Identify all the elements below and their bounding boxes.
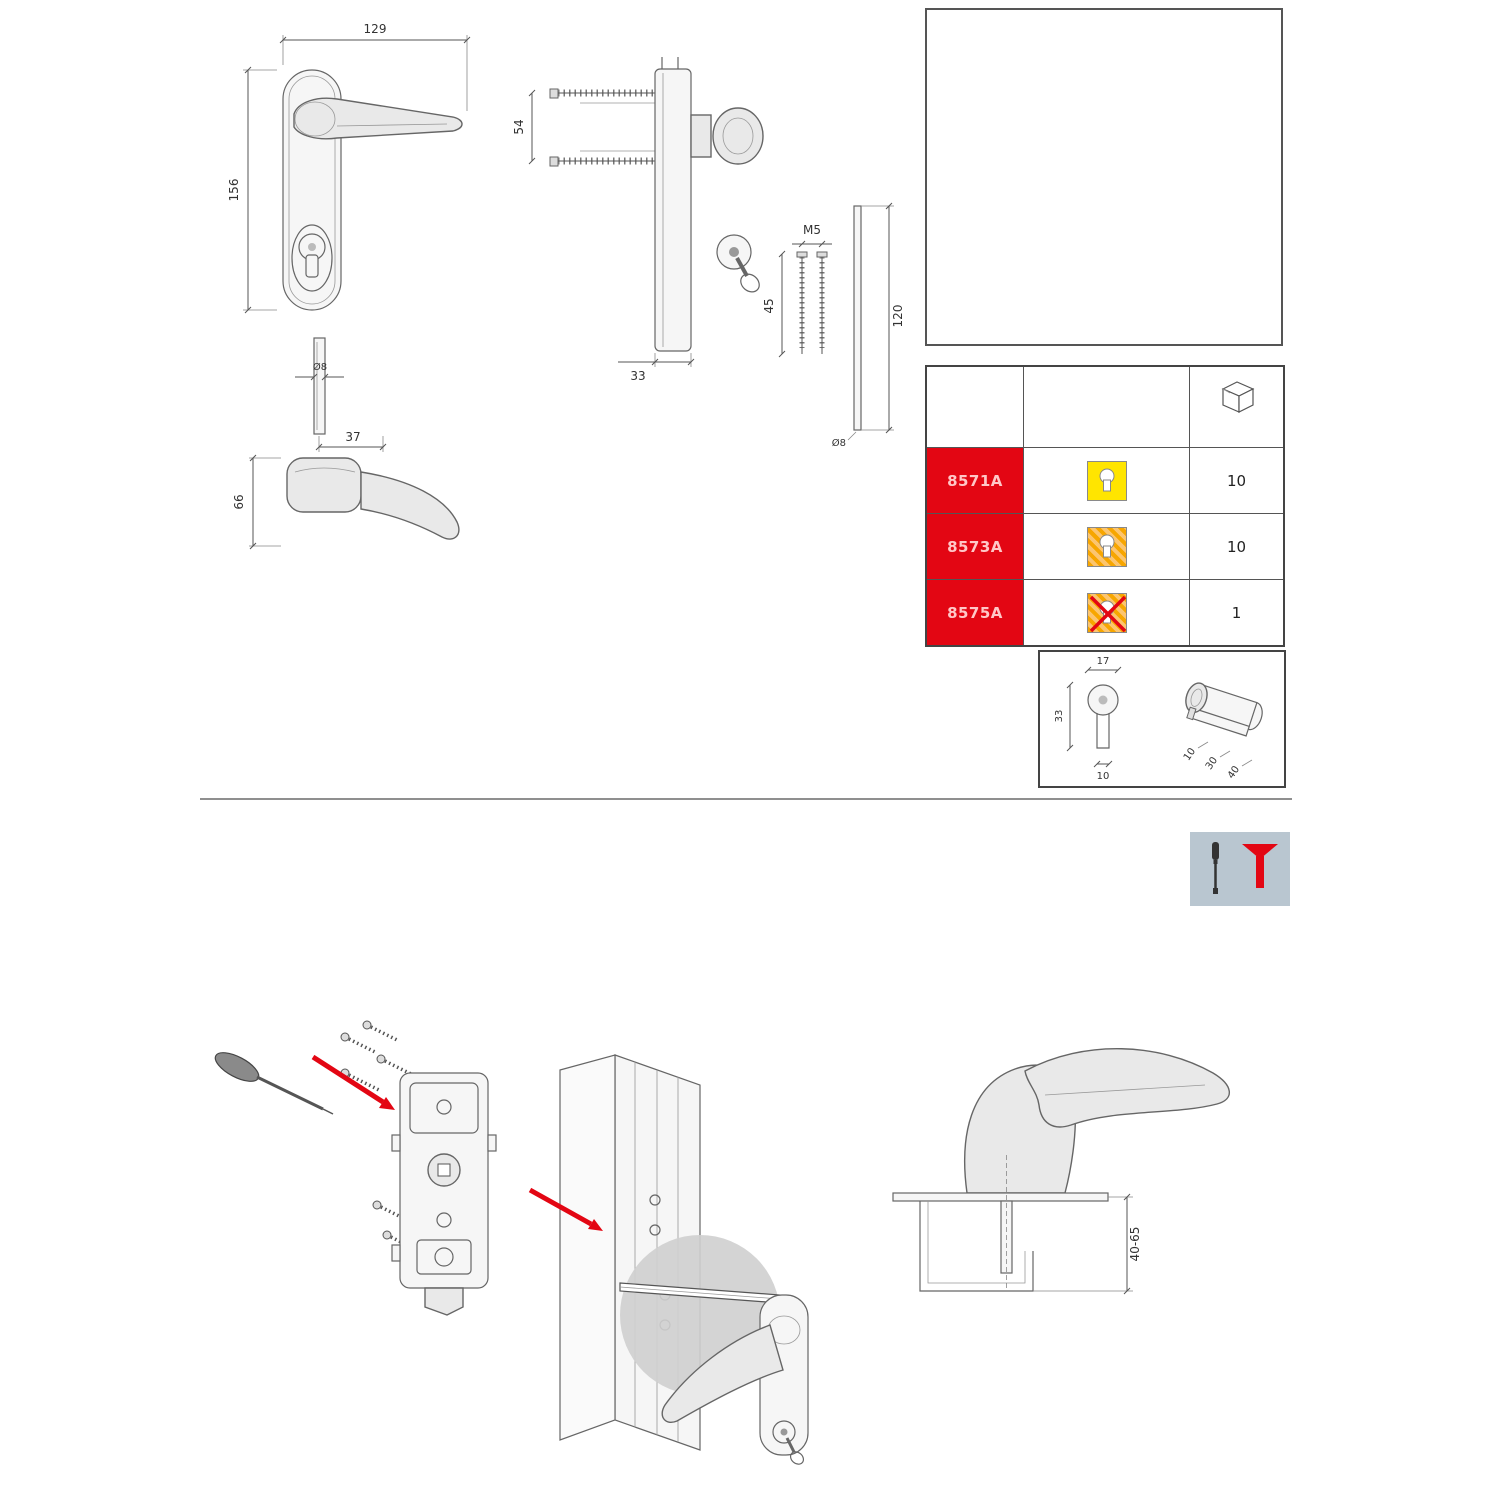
mounting-flange [892, 1192, 1109, 1202]
table-row-code: 8573A [927, 513, 1023, 579]
handle-assembly [661, 1294, 809, 1465]
dim-front-width-label: 129 [364, 22, 387, 36]
handle-hub [286, 457, 362, 513]
product-photo-box [925, 8, 1283, 346]
cylinder-with-key [716, 234, 760, 293]
euro-cylinder-cutout [291, 224, 333, 292]
front-view-drawing: 129 156 [215, 15, 500, 339]
dim-screw-length-label: 45 [762, 298, 776, 313]
dim-screw-span: 54 [512, 89, 536, 165]
machine-screws [796, 251, 828, 354]
dim-front-height: 156 [227, 66, 277, 314]
dim-euro-c-label: 40 [1226, 764, 1242, 781]
dim-cyl-foot-label: 10 [1097, 771, 1110, 782]
section-divider [200, 798, 1292, 800]
table-row-variant [1023, 579, 1189, 645]
table-row-code: 8575A [927, 579, 1023, 645]
cylinder-detail-drawing: 17 33 10 [1038, 650, 1286, 788]
dim-door-thickness-label: 40-65 [1128, 1227, 1142, 1262]
dim-screw-length: 45 [762, 250, 786, 358]
dim-rod-dia: Ø8 [832, 431, 857, 449]
dim-projection: 37 [315, 430, 387, 452]
profile-insert-drawing [515, 1040, 865, 1474]
screwdriver-tool [214, 1052, 334, 1115]
dim-handle-height-label: 66 [232, 494, 246, 509]
assembly-side-view-drawing: 54 33 [510, 55, 780, 394]
lock-gearbox [391, 1072, 497, 1316]
handle-lever [293, 97, 463, 140]
spindle-rod [853, 205, 862, 431]
dim-plate-depth: 33 [618, 353, 695, 383]
table-row-qty: 10 [1189, 513, 1283, 579]
profile-channel [919, 1201, 1034, 1292]
dim-rod-length: 120 [861, 202, 905, 434]
carton-box-icon [1221, 381, 1254, 413]
backplate-side [654, 68, 692, 352]
red-bit-tool-icon [1242, 844, 1278, 888]
handle-side-view-drawing: Ø8 37 66 [215, 332, 475, 586]
cylinder-front-view: 17 33 10 [1054, 656, 1122, 782]
handle-knob-end [712, 107, 764, 165]
dim-cyl-width: 17 [1084, 656, 1122, 674]
dim-thread: M5 [792, 223, 832, 248]
dim-rod-dia-label: Ø8 [832, 437, 846, 449]
orange-cylinder-icon [1086, 526, 1127, 567]
handle-lever-side [360, 471, 460, 540]
dim-euro-b-label: 30 [1204, 755, 1220, 772]
table-row-code: 8571A [927, 447, 1023, 513]
euro-cylinder-3d: 10 30 40 [1182, 682, 1263, 781]
dim-cyl-height: 33 [1054, 681, 1074, 752]
fixing-screws [549, 88, 655, 167]
dim-euro-a-label: 10 [1182, 746, 1198, 763]
dim-cyl-width-label: 17 [1097, 656, 1110, 667]
table-header-packaging [1189, 367, 1283, 447]
dim-front-width: 129 [279, 22, 471, 111]
dim-cyl-height-label: 33 [1054, 710, 1065, 723]
dim-handle-height: 66 [232, 454, 281, 550]
red-arrow-icon [528, 1187, 603, 1231]
dim-spindle-dia-label: Ø8 [313, 361, 327, 373]
spindle [313, 337, 326, 435]
hub-side [690, 114, 712, 158]
crossed-out-mark [1089, 595, 1126, 632]
table-row-variant [1023, 447, 1189, 513]
red-arrow-icon [311, 1054, 395, 1110]
mounted-section-drawing: 40-65 [875, 1005, 1265, 1319]
no-cylinder-icon [1086, 592, 1127, 633]
table-row-variant [1023, 513, 1189, 579]
variant-table: 8571A 10 8573A 10 8575A [925, 365, 1285, 647]
toolbox-panel [1190, 832, 1290, 906]
dim-cyl-foot: 10 [1093, 760, 1113, 782]
dim-door-thickness: 40-65 [1033, 1193, 1142, 1295]
handle-lever-section [1024, 1048, 1230, 1128]
table-row-qty: 1 [1189, 579, 1283, 645]
dim-spindle-dia: Ø8 [295, 361, 344, 381]
dim-rod-length-label: 120 [891, 305, 905, 328]
exploded-assembly-drawing [195, 1015, 525, 1489]
yellow-cylinder-icon [1086, 460, 1127, 501]
dim-front-height-label: 156 [227, 179, 241, 202]
table-header-empty-1 [927, 367, 1023, 447]
table-header-empty-2 [1023, 367, 1189, 447]
table-row-qty: 10 [1189, 447, 1283, 513]
fastener-drawing: M5 45 [762, 188, 922, 462]
dim-thread-label: M5 [803, 223, 821, 237]
screwdriver-icon [1212, 842, 1219, 894]
dim-projection-label: 37 [345, 430, 360, 444]
dim-plate-depth-label: 33 [630, 369, 645, 383]
dim-screw-span-label: 54 [512, 119, 526, 134]
